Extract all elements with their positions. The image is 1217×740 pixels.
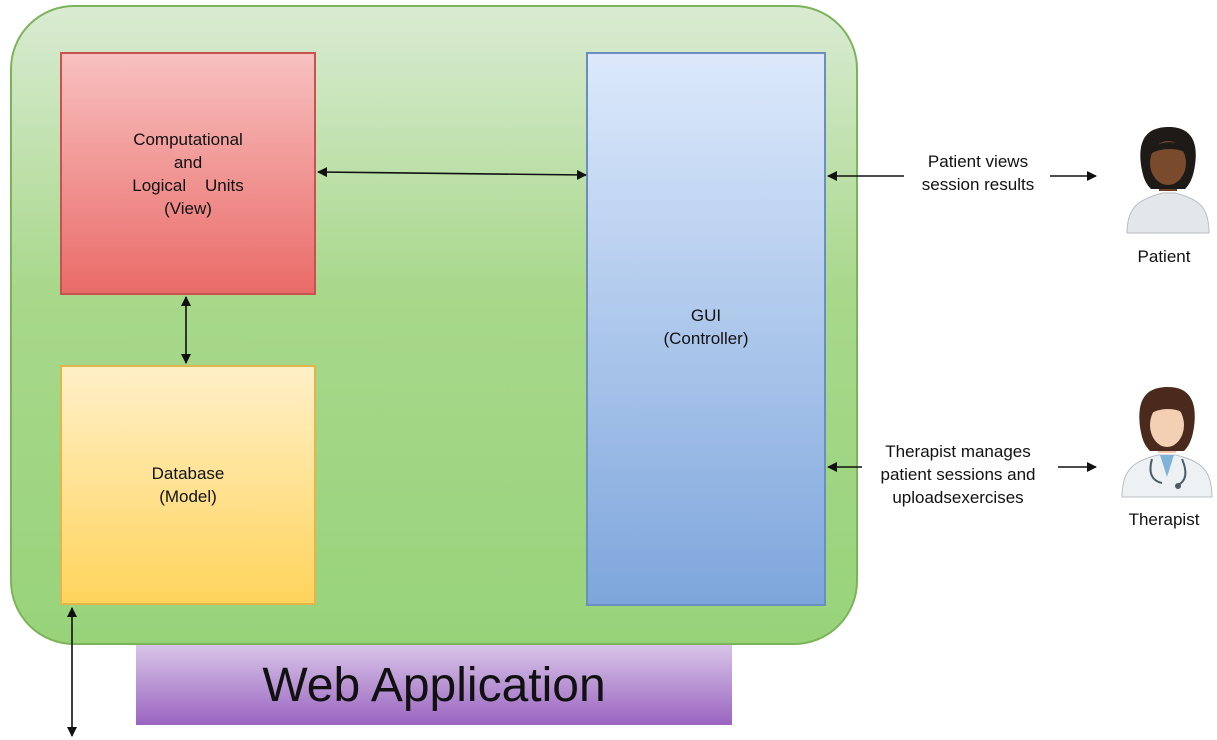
therapist-action-label: Therapist manages patient sessions and u… (880, 442, 1036, 507)
patient-name-label: Patient (1137, 247, 1191, 266)
doctor-icon (1121, 387, 1213, 498)
computational-logical-units-box: Computational and Logical Units (View) (60, 52, 316, 295)
patient-action-label: Patient views session results (921, 152, 1035, 194)
therapist-name-label: Therapist (1128, 510, 1200, 529)
web-application-banner: Web Application (136, 645, 732, 725)
arrow-computational-gui (317, 167, 587, 180)
database-model-box: Database (Model) (60, 365, 316, 605)
gui-controller-box: GUI (Controller) (586, 52, 826, 606)
patient-icon (1126, 127, 1210, 234)
